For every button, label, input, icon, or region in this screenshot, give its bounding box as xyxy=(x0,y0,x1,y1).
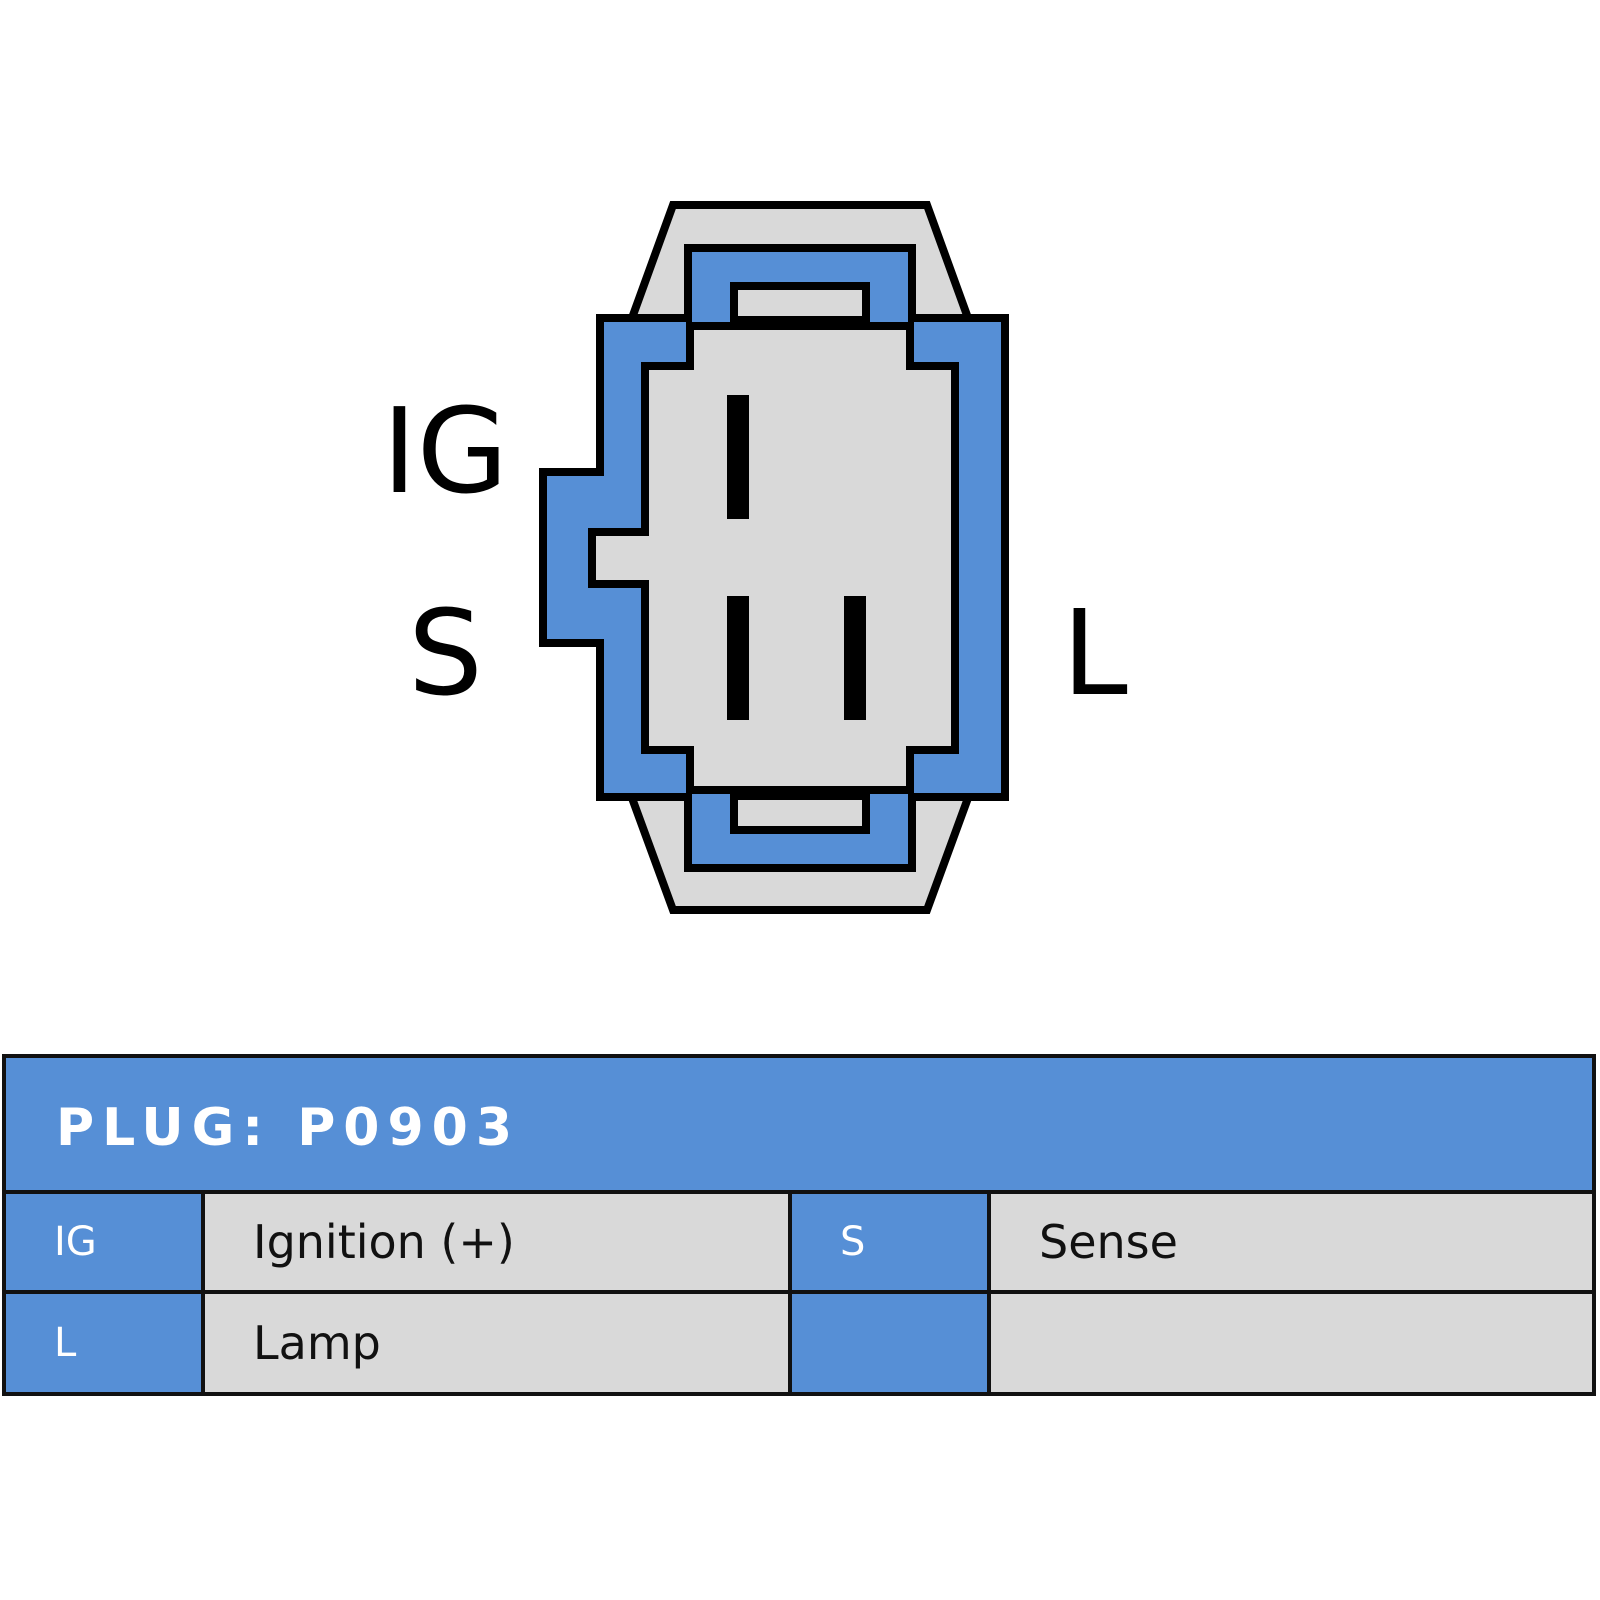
connector-diagram xyxy=(539,201,1009,914)
table-cell-code: S xyxy=(792,1194,987,1290)
table-cell-description: Lamp xyxy=(205,1294,788,1392)
table-cell-code: IG xyxy=(6,1194,201,1290)
table-cell-description: Ignition (+) xyxy=(205,1194,788,1290)
table-cell-code xyxy=(792,1294,987,1392)
pin-label-s: S xyxy=(408,584,483,722)
terminal-s xyxy=(727,596,749,720)
terminal-ig xyxy=(727,395,749,519)
terminal-l xyxy=(844,596,866,720)
pinout-table: PLUG: P0903 IG Ignition (+) S Sense L La… xyxy=(2,1054,1596,1396)
plug-title: PLUG: P0903 xyxy=(56,1098,521,1158)
latch-slot-top xyxy=(730,282,870,324)
latch-slot-bottom xyxy=(730,792,870,834)
connector-cavity xyxy=(588,322,959,794)
table-cell-description xyxy=(991,1294,1592,1392)
pin-label-ig: IG xyxy=(382,382,509,520)
table-header: PLUG: P0903 xyxy=(6,1058,1592,1194)
pin-label-l: L xyxy=(1062,584,1128,722)
table-cell-description: Sense xyxy=(991,1194,1592,1290)
table-cell-code: L xyxy=(6,1294,201,1392)
